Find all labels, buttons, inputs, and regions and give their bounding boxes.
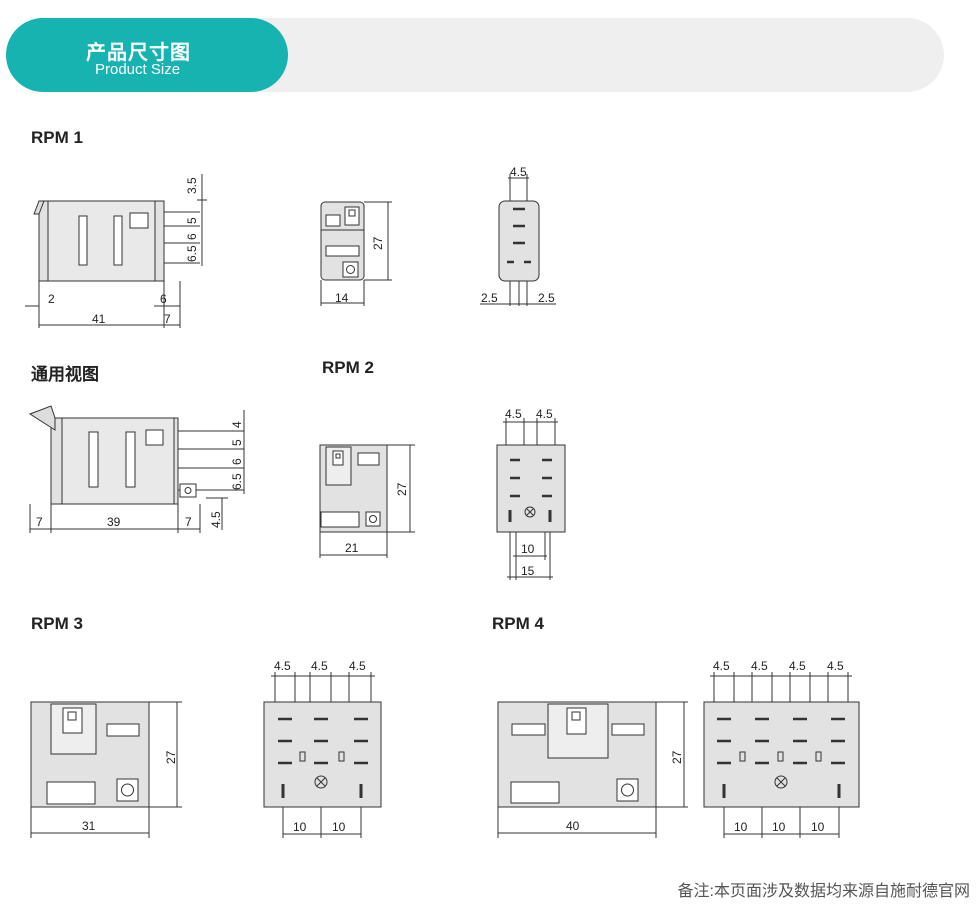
rpm2-dim-27: 27 bbox=[395, 482, 409, 496]
rpm1-pin-dim-4-5: 4.5 bbox=[510, 165, 527, 179]
rpm4-pin-view bbox=[703, 672, 860, 838]
rpm4-pin-dim-a: 4.5 bbox=[713, 659, 730, 673]
section-title-rpm1: RPM 1 bbox=[31, 128, 83, 147]
rpm2-front-view bbox=[319, 444, 415, 558]
rpm4-pin-dim-e: 10 bbox=[734, 820, 748, 834]
rpm1-dim-6-5: 6.5 bbox=[185, 245, 199, 262]
rpm2-pin-dim-b: 4.5 bbox=[536, 407, 553, 421]
rpm1-dim-5: 5 bbox=[185, 217, 199, 224]
rpm2-pin-dim-a: 4.5 bbox=[505, 407, 522, 421]
header-pill bbox=[6, 18, 288, 92]
rpm4-dim-40: 40 bbox=[566, 819, 580, 833]
header-title-cn: 产品尺寸图 bbox=[86, 42, 191, 64]
section-title-rpm2: RPM 2 bbox=[322, 358, 374, 377]
rpm4-pin-dim-g: 10 bbox=[811, 820, 825, 834]
rpm3-pin-dim-e: 10 bbox=[332, 820, 346, 834]
rpm3-dim-31: 31 bbox=[82, 819, 96, 833]
common-dim-7b: 7 bbox=[185, 515, 192, 529]
rpm1-dim-14: 14 bbox=[335, 291, 349, 305]
rpm2-dim-21: 21 bbox=[345, 541, 359, 555]
common-dim-4-5: 4.5 bbox=[209, 511, 223, 528]
rpm1-side-view bbox=[25, 174, 207, 328]
rpm1-dim-6: 6 bbox=[160, 292, 167, 306]
section-title-rpm4: RPM 4 bbox=[492, 614, 544, 633]
rpm3-pin-dim-a: 4.5 bbox=[274, 659, 291, 673]
rpm1-dim-27: 27 bbox=[371, 236, 385, 250]
rpm2-pin-dim-15: 15 bbox=[521, 564, 535, 578]
rpm1-dim-7: 7 bbox=[164, 312, 171, 326]
rpm3-pin-dim-c: 4.5 bbox=[349, 659, 366, 673]
rpm1-pin-dim-2-5a: 2.5 bbox=[481, 291, 498, 305]
common-dim-7a: 7 bbox=[36, 515, 43, 529]
common-side-view bbox=[28, 405, 245, 533]
rpm1-dim-2: 2 bbox=[48, 292, 55, 306]
common-dim-4: 4 bbox=[230, 421, 244, 428]
common-dim-6-5: 6.5 bbox=[230, 473, 244, 490]
rpm4-pin-dim-b: 4.5 bbox=[751, 659, 768, 673]
rpm3-pin-dim-d: 10 bbox=[293, 820, 307, 834]
section-title-common: 通用视图 bbox=[31, 365, 99, 384]
rpm1-dim-41: 41 bbox=[92, 312, 106, 326]
rpm3-pin-view bbox=[263, 672, 382, 838]
footer-note: 备注:本页面涉及数据均来源自施耐德官网 bbox=[677, 883, 970, 900]
section-title-rpm3: RPM 3 bbox=[31, 614, 83, 633]
rpm1-dim-3-5: 3.5 bbox=[185, 177, 199, 194]
rpm2-pin-view bbox=[496, 418, 566, 580]
rpm4-pin-dim-c: 4.5 bbox=[789, 659, 806, 673]
common-dim-5: 5 bbox=[230, 439, 244, 446]
rpm1-front-view bbox=[320, 201, 392, 306]
rpm4-pin-dim-d: 4.5 bbox=[827, 659, 844, 673]
rpm3-front-view bbox=[30, 701, 182, 838]
rpm3-dim-27: 27 bbox=[164, 750, 178, 764]
rpm2-pin-dim-10: 10 bbox=[521, 542, 535, 556]
header-title-en: Product Size bbox=[95, 61, 181, 78]
rpm4-dim-27: 27 bbox=[670, 750, 684, 764]
rpm4-front-view bbox=[497, 701, 688, 838]
rpm1-dim-6v: 6 bbox=[185, 233, 199, 240]
rpm1-pin-dim-2-5b: 2.5 bbox=[538, 291, 555, 305]
common-dim-6: 6 bbox=[230, 458, 244, 465]
common-dim-39: 39 bbox=[107, 515, 121, 529]
rpm1-pin-view bbox=[480, 174, 556, 306]
rpm4-pin-dim-f: 10 bbox=[772, 820, 786, 834]
rpm3-pin-dim-b: 4.5 bbox=[311, 659, 328, 673]
